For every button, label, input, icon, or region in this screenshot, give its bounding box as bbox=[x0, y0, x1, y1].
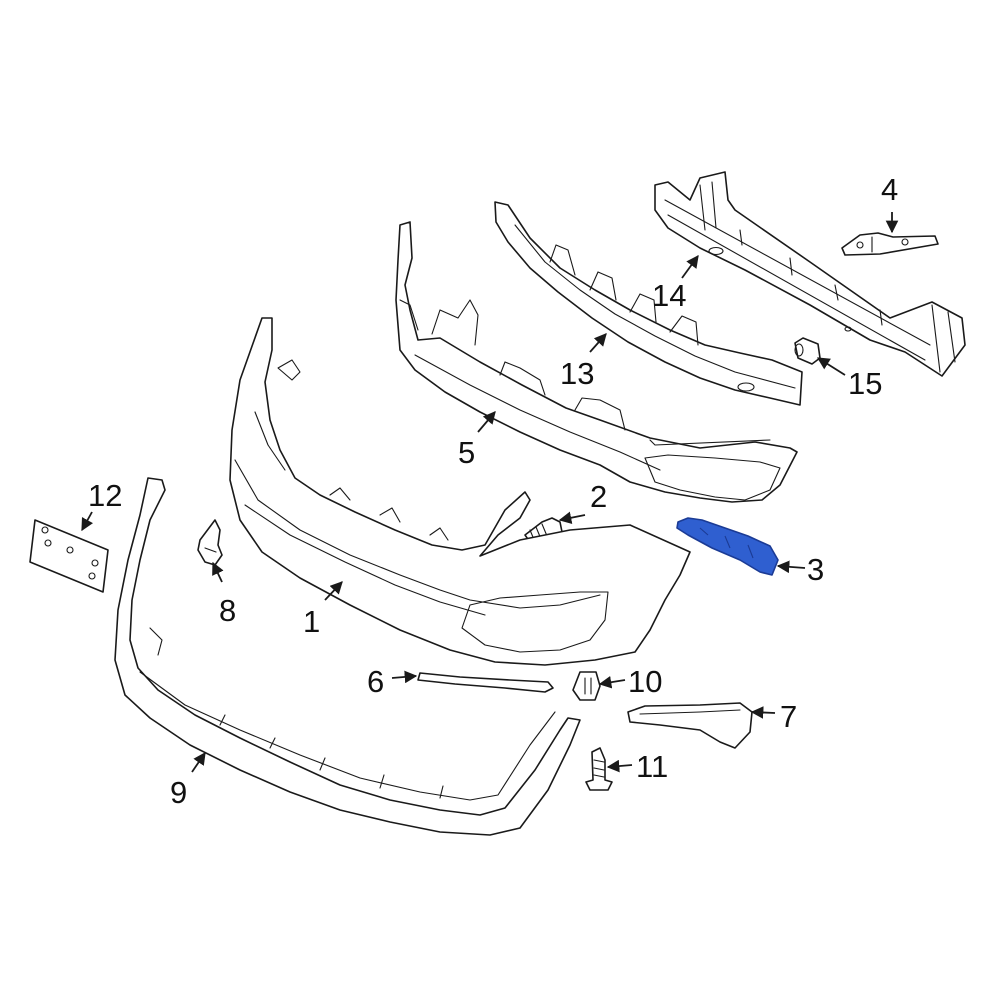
leader-1 bbox=[324, 581, 343, 601]
callout-14[interactable]: 14 bbox=[652, 278, 686, 313]
part-4-bracket[interactable] bbox=[841, 232, 939, 256]
leader-10 bbox=[598, 675, 626, 689]
callout-5[interactable]: 5 bbox=[458, 435, 475, 470]
callout-8[interactable]: 8 bbox=[219, 593, 236, 628]
leader-9 bbox=[191, 751, 206, 773]
callout-4[interactable]: 4 bbox=[881, 172, 898, 207]
callout-2[interactable]: 2 bbox=[590, 479, 607, 514]
part-13-absorber[interactable] bbox=[494, 201, 803, 406]
callout-9[interactable]: 9 bbox=[170, 775, 187, 810]
callout-13[interactable]: 13 bbox=[560, 356, 594, 391]
leader-3 bbox=[776, 560, 806, 574]
callout-labels: 1 2 3 4 5 6 7 8 9 10 11 12 13 14 15 bbox=[88, 172, 898, 810]
leader-13 bbox=[589, 333, 607, 353]
leader-7 bbox=[750, 706, 776, 719]
callout-11[interactable]: 11 bbox=[636, 749, 668, 784]
leader-8 bbox=[212, 561, 224, 583]
leader-15 bbox=[816, 357, 846, 376]
part-8-bracket[interactable] bbox=[197, 519, 223, 566]
part-12-license-bracket[interactable] bbox=[29, 519, 109, 593]
callout-1[interactable]: 1 bbox=[303, 604, 320, 639]
callout-15[interactable]: 15 bbox=[848, 366, 882, 401]
callout-10[interactable]: 10 bbox=[628, 664, 662, 699]
leader-14 bbox=[681, 254, 699, 279]
part-7-lower-trim[interactable] bbox=[627, 702, 753, 749]
callout-7[interactable]: 7 bbox=[780, 699, 797, 734]
part-6-trim-strip[interactable] bbox=[417, 672, 554, 693]
callout-3[interactable]: 3 bbox=[807, 552, 824, 587]
part-9-lower-valance[interactable] bbox=[114, 477, 581, 836]
part-1-bumper-cover[interactable] bbox=[229, 317, 691, 666]
callout-12[interactable]: 12 bbox=[88, 478, 122, 513]
leader-6 bbox=[391, 670, 418, 684]
leader-11 bbox=[606, 759, 633, 773]
leader-5 bbox=[477, 411, 496, 433]
part-15-fastener[interactable] bbox=[794, 337, 821, 365]
part-3-bracket-highlighted[interactable] bbox=[676, 517, 779, 576]
part-11-screw[interactable] bbox=[585, 747, 613, 791]
leader-12 bbox=[81, 511, 94, 532]
callout-6[interactable]: 6 bbox=[367, 664, 384, 699]
part-10-clip[interactable] bbox=[572, 671, 601, 701]
leader-2 bbox=[558, 511, 586, 524]
part-14-reinforcement-bar[interactable] bbox=[654, 171, 966, 377]
part-5-lower-cover[interactable] bbox=[395, 221, 798, 503]
callout-leaders bbox=[81, 212, 899, 773]
